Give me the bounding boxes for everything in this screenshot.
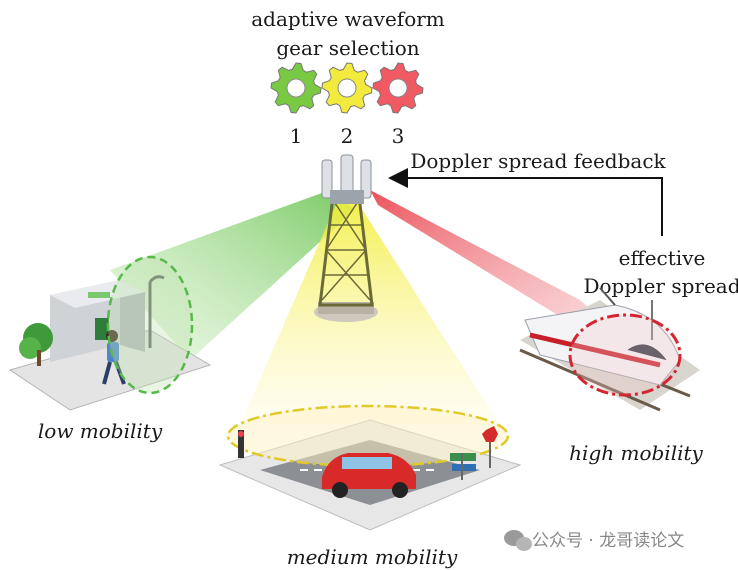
gear-set: 1 2 3 — [270, 62, 424, 148]
watermark: 公众号 · 龙哥读论文 — [504, 530, 684, 551]
feedback-label: Doppler spread feedback — [410, 149, 666, 173]
gear-2-icon — [321, 62, 373, 114]
wechat-icon — [504, 530, 532, 551]
high-mobility-scene — [519, 287, 700, 412]
watermark-text: 公众号 · 龙哥读论文 — [532, 531, 684, 551]
title-line-1: adaptive waveform — [251, 7, 445, 31]
gear-3-icon — [372, 62, 424, 114]
high-mobility-label: high mobility — [569, 441, 703, 465]
low-mobility-scene — [8, 255, 212, 411]
medium-mobility-scene — [218, 404, 522, 531]
low-mobility-beam — [110, 190, 355, 360]
gear-number-1: 1 — [290, 124, 303, 148]
medium-mobility-label: medium mobility — [287, 545, 458, 569]
title-line-2: gear selection — [276, 36, 419, 60]
effective-line-1: effective — [619, 246, 706, 270]
gear-number-3: 3 — [392, 124, 405, 148]
effective-line-2: Doppler spread — [583, 274, 738, 298]
low-mobility-label: low mobility — [38, 419, 163, 443]
gear-number-2: 2 — [341, 124, 354, 148]
cell-tower — [314, 154, 378, 322]
gear-1-icon — [270, 62, 322, 114]
feedback-arrow — [388, 168, 663, 236]
